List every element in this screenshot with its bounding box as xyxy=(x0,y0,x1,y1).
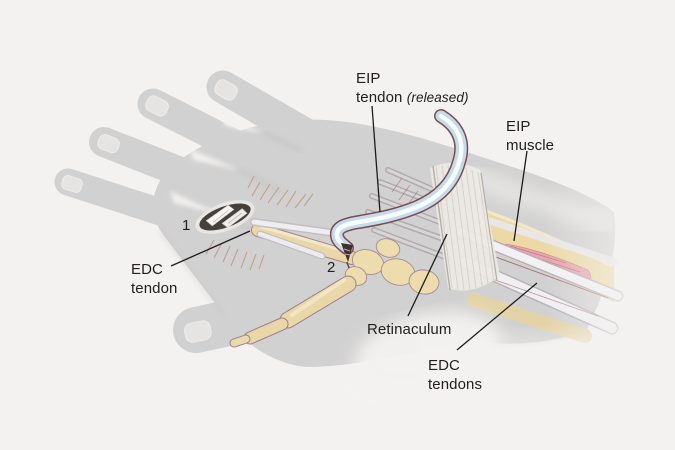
thumb-nail xyxy=(184,320,212,343)
edc-tendon-strips-graphic xyxy=(250,218,338,260)
ring-finger xyxy=(89,127,297,227)
bones-group xyxy=(229,223,440,348)
fingernails xyxy=(61,79,238,343)
pinky-finger xyxy=(54,168,276,259)
pinky-nail xyxy=(61,175,83,193)
incision-marker-2: 2 xyxy=(327,259,336,276)
middle-finger xyxy=(137,88,316,194)
eip-tendon-hook-graphic xyxy=(329,109,469,255)
label-retinaculum: Retinaculum xyxy=(367,321,452,338)
fascia-fiber-strokes xyxy=(205,175,314,271)
incision-1-graphic xyxy=(195,200,255,234)
leader-edc-tendon xyxy=(170,230,251,267)
label-eip-muscle: EIP muscle xyxy=(506,118,555,154)
index-nail xyxy=(214,79,238,101)
label-eip-tendon-line2: tendon (released) xyxy=(356,89,469,106)
index-finger xyxy=(206,70,332,157)
leader-retinaculum xyxy=(407,233,448,317)
incision-2-tendon-tip-graphic xyxy=(341,243,353,269)
incision-marker-1: 1 xyxy=(182,217,191,234)
middle-nail xyxy=(145,95,169,117)
leader-edc-tendons xyxy=(456,282,538,351)
leader-lines xyxy=(170,105,538,351)
label-eip-tendon: EIP tendon (released) xyxy=(356,69,469,107)
leader-eip-tendon xyxy=(371,105,381,213)
label-eip-tendon-line1: EIP xyxy=(356,70,381,87)
leader-eip-muscle xyxy=(513,150,528,242)
label-eip-tendon-note: (released) xyxy=(406,90,469,105)
ring-nail xyxy=(97,134,120,154)
label-edc-tendons: EDC tendons xyxy=(428,357,483,393)
label-edc-tendon: EDC tendon xyxy=(131,261,178,297)
